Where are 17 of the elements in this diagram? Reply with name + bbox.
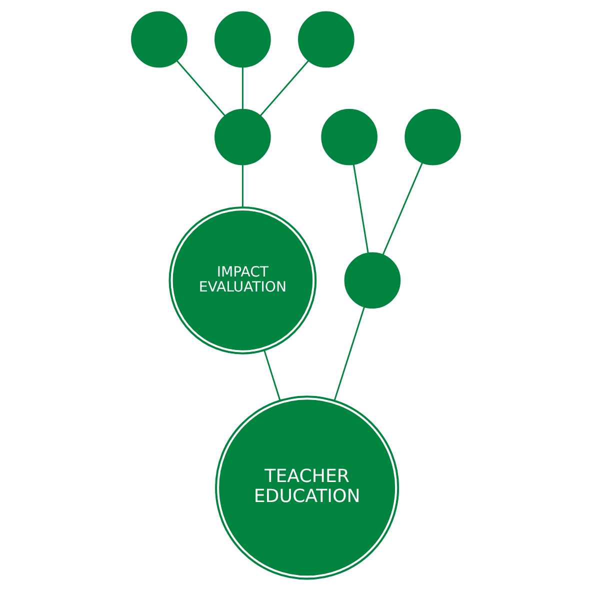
connector [333,306,365,402]
node-circle: IMPACT EVALUATION [168,206,316,354]
node-circle [214,11,270,68]
connector [352,164,368,254]
connector [176,60,226,116]
connector [382,162,423,256]
connector [241,66,243,110]
connector [259,60,309,116]
node-circle [344,252,400,309]
node-circle [404,108,460,166]
node-circle [130,11,187,68]
node-circle [298,11,354,68]
connector [241,164,243,208]
connector [263,350,280,401]
node-circle: TEACHER EDUCATION [214,396,399,580]
node-circle [214,108,270,166]
node-circle [320,108,377,166]
